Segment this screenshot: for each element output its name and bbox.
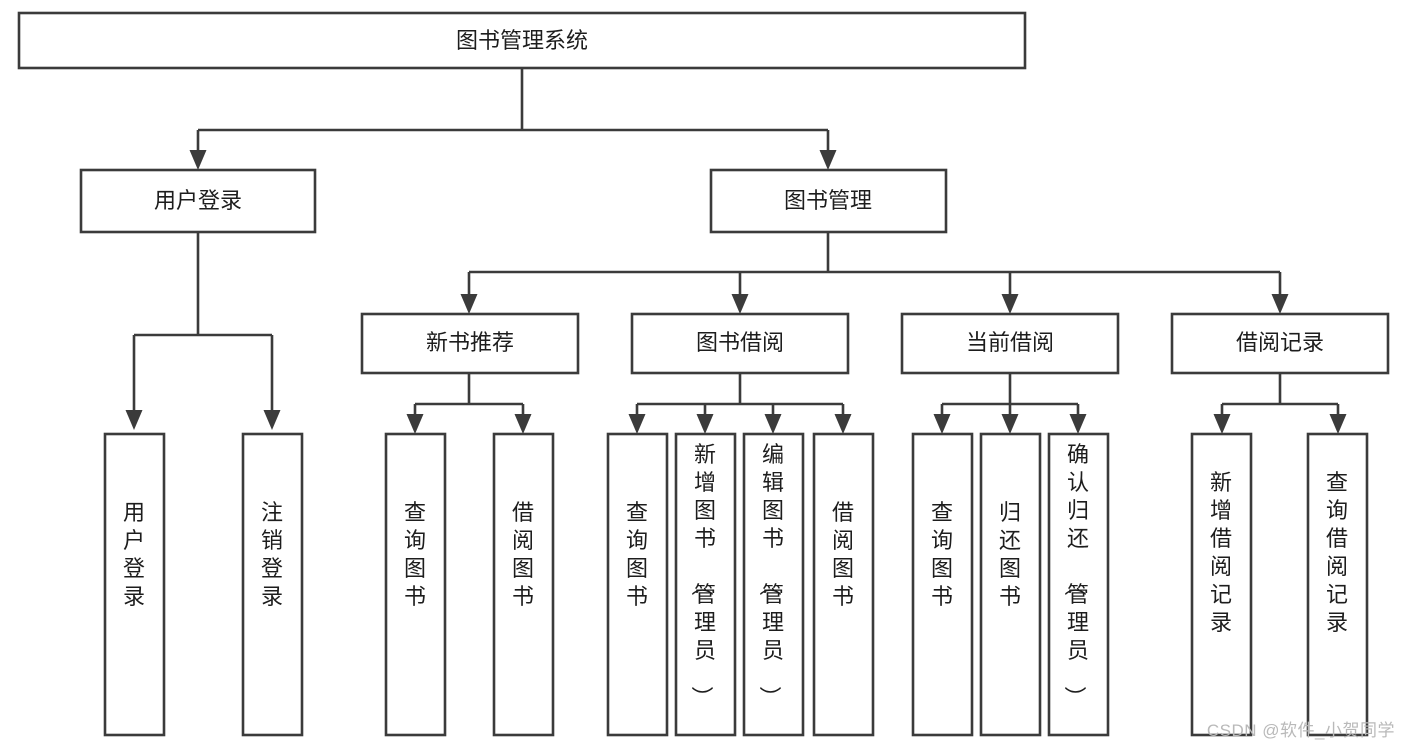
node-leaf-query-book-1-box[interactable] xyxy=(384,432,447,737)
arrow-to-book-borrow xyxy=(731,294,749,314)
node-leaf-query-book-3-label: 查询图书 xyxy=(931,500,953,609)
node-leaf-query-book-3-box[interactable] xyxy=(911,432,974,737)
node-root-book-management-system[interactable]: 图书管理系统 xyxy=(17,11,1027,70)
node-leaf-borrow-book-1[interactable]: 借阅图书 xyxy=(492,432,555,737)
arrow-to-leaf-borrow-book-2 xyxy=(834,414,852,434)
arrow-to-leaf-edit-book xyxy=(764,414,782,434)
arrow-to-leaf-return-book xyxy=(1001,414,1019,434)
node-leaf-borrow-book-2-box[interactable] xyxy=(812,432,875,737)
arrow-to-leaf-user-logout xyxy=(263,410,281,430)
node-leaf-query-book-1-label: 查询图书 xyxy=(404,500,426,609)
edge-new-book-recommend-to-leaves xyxy=(406,373,532,434)
node-book-manage-box[interactable] xyxy=(709,168,948,234)
node-leaf-edit-book-box[interactable] xyxy=(742,432,805,737)
node-leaf-add-record-box[interactable] xyxy=(1190,432,1253,737)
node-leaf-query-record-box[interactable] xyxy=(1306,432,1369,737)
node-leaf-query-book-2-label: 查询图书 xyxy=(626,500,648,609)
node-leaf-add-book-label: 新增图书（管理员） xyxy=(689,442,716,708)
edge-book-manage-to-level2 xyxy=(460,232,1289,314)
node-leaf-add-book-box[interactable] xyxy=(674,432,737,737)
node-new-book-recommend[interactable]: 新书推荐 xyxy=(360,312,580,375)
node-leaf-query-book-2-box[interactable] xyxy=(606,432,669,737)
arrow-to-leaf-query-book-1 xyxy=(406,414,424,434)
node-user-login-box[interactable] xyxy=(79,168,317,234)
node-leaf-user-logout[interactable]: 注销登录 xyxy=(241,432,304,737)
arrow-to-leaf-borrow-book-1 xyxy=(514,414,532,434)
node-user-login-label: 用户登录 xyxy=(154,188,242,213)
node-leaf-edit-book-label: 编辑图书（管理员） xyxy=(757,442,784,708)
node-leaf-query-book-3[interactable]: 查询图书 xyxy=(911,432,974,737)
node-user-login[interactable]: 用户登录 xyxy=(79,168,317,234)
node-leaf-borrow-book-2-label: 借阅图书 xyxy=(832,500,854,609)
node-book-manage-label: 图书管理 xyxy=(784,188,872,213)
node-leaf-confirm-return[interactable]: 确认归还（管理员） xyxy=(1047,432,1110,737)
node-leaf-add-book[interactable]: 新增图书（管理员） xyxy=(674,432,737,737)
node-current-borrow[interactable]: 当前借阅 xyxy=(900,312,1120,375)
node-root-box[interactable] xyxy=(17,11,1027,70)
node-new-book-recommend-label: 新书推荐 xyxy=(426,330,514,355)
arrow-to-leaf-confirm-return xyxy=(1069,414,1087,434)
node-new-book-recommend-box[interactable] xyxy=(360,312,580,375)
edge-root-to-level1 xyxy=(189,68,837,170)
node-leaf-user-logout-box[interactable] xyxy=(241,432,304,737)
node-book-borrow-label: 图书借阅 xyxy=(696,330,784,355)
node-leaf-user-logout-label: 注销登录 xyxy=(261,500,283,609)
node-borrow-record-label: 借阅记录 xyxy=(1236,330,1324,355)
arrow-to-book-manage xyxy=(819,150,837,170)
arrow-to-new-book-recommend xyxy=(460,294,478,314)
node-current-borrow-label: 当前借阅 xyxy=(966,330,1054,355)
node-borrow-record[interactable]: 借阅记录 xyxy=(1170,312,1390,375)
node-leaf-borrow-book-1-box[interactable] xyxy=(492,432,555,737)
node-leaf-user-login-label: 用户登录 xyxy=(123,500,145,609)
node-book-borrow-box[interactable] xyxy=(630,312,850,375)
node-book-borrow[interactable]: 图书借阅 xyxy=(630,312,850,375)
node-leaf-add-record-label: 新增借阅记录 xyxy=(1210,470,1232,635)
node-leaf-confirm-return-label: 确认归还（管理员） xyxy=(1062,442,1089,708)
node-leaf-return-book-box[interactable] xyxy=(979,432,1042,737)
arrow-to-leaf-query-book-2 xyxy=(628,414,646,434)
edge-borrow-record-to-leaves xyxy=(1213,373,1347,434)
node-leaf-confirm-return-box[interactable] xyxy=(1047,432,1110,737)
node-leaf-query-book-2[interactable]: 查询图书 xyxy=(606,432,669,737)
edges-layer xyxy=(125,68,1347,434)
node-leaf-user-login-box[interactable] xyxy=(103,432,166,737)
node-leaf-borrow-book-1-label: 借阅图书 xyxy=(512,500,534,609)
edge-book-borrow-to-leaves xyxy=(628,373,852,434)
node-leaf-add-record[interactable]: 新增借阅记录 xyxy=(1190,432,1253,737)
node-leaf-borrow-book-2[interactable]: 借阅图书 xyxy=(812,432,875,737)
arrow-to-leaf-add-book xyxy=(696,414,714,434)
node-leaf-return-book-label: 归还图书 xyxy=(999,500,1021,609)
edge-current-borrow-to-leaves xyxy=(933,373,1087,434)
node-book-manage[interactable]: 图书管理 xyxy=(709,168,948,234)
arrow-to-leaf-query-book-3 xyxy=(933,414,951,434)
node-leaf-query-book-1[interactable]: 查询图书 xyxy=(384,432,447,737)
arrow-to-leaf-user-login xyxy=(125,410,143,430)
edge-user-login-to-leaves xyxy=(125,232,281,430)
arrow-to-current-borrow xyxy=(1001,294,1019,314)
node-borrow-record-box[interactable] xyxy=(1170,312,1390,375)
node-current-borrow-box[interactable] xyxy=(900,312,1120,375)
node-leaf-query-record[interactable]: 查询借阅记录 xyxy=(1306,432,1369,737)
arrow-to-borrow-record xyxy=(1271,294,1289,314)
arrow-to-leaf-query-record xyxy=(1329,414,1347,434)
node-root-label: 图书管理系统 xyxy=(456,28,588,53)
arrow-to-user-login xyxy=(189,150,207,170)
node-leaf-user-login[interactable]: 用户登录 xyxy=(103,432,166,737)
node-leaf-edit-book[interactable]: 编辑图书（管理员） xyxy=(742,432,805,737)
arrow-to-leaf-add-record xyxy=(1213,414,1231,434)
node-leaf-return-book[interactable]: 归还图书 xyxy=(979,432,1042,737)
node-leaf-query-record-label: 查询借阅记录 xyxy=(1326,470,1348,635)
